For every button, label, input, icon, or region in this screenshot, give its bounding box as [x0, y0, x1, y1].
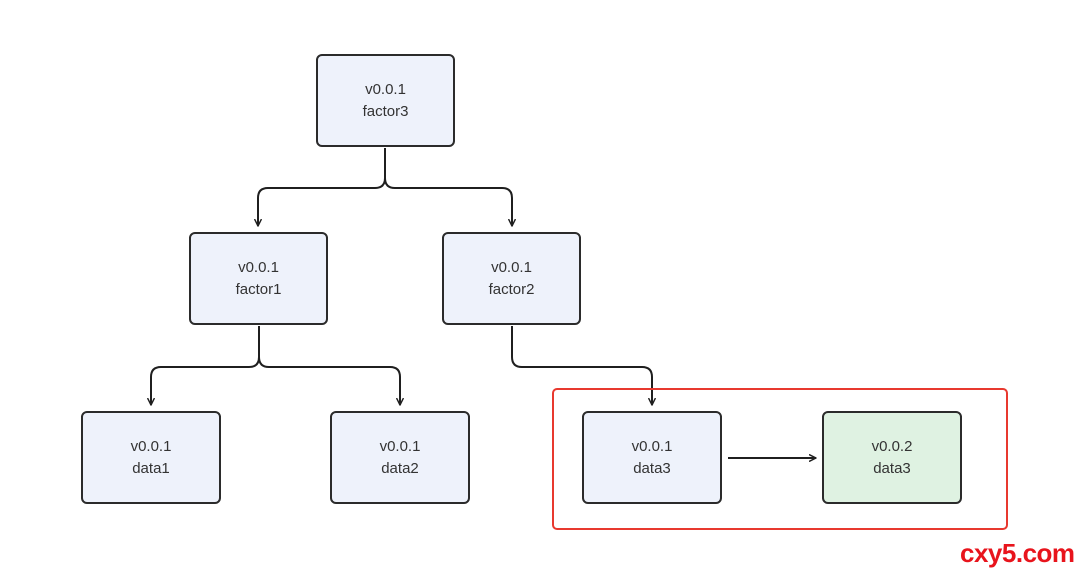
node-data3-v1-version: v0.0.1	[631, 437, 673, 455]
node-factor1-name: factor1	[235, 280, 282, 298]
node-data1-version: v0.0.1	[130, 437, 172, 455]
node-data1: v0.0.1 data1	[81, 411, 221, 504]
node-data2: v0.0.1 data2	[330, 411, 470, 504]
node-data3-v1: v0.0.1 data3	[582, 411, 722, 504]
node-factor3: v0.0.1 factor3	[316, 54, 455, 147]
edge-factor1-data2	[258, 326, 404, 406]
node-data1-name: data1	[132, 459, 170, 477]
node-factor3-name: factor3	[362, 102, 409, 120]
node-factor2: v0.0.1 factor2	[442, 232, 581, 325]
node-factor3-version: v0.0.1	[365, 80, 406, 98]
node-data3-v2: v0.0.2 data3	[822, 411, 962, 504]
highlight-box	[552, 388, 1008, 530]
node-data2-name: data2	[381, 459, 419, 477]
edge-factor1-data1	[147, 326, 260, 406]
node-data3-v2-name: data3	[873, 459, 911, 477]
watermark-text: cxy5.com	[960, 538, 1075, 568]
node-data3-v2-version: v0.0.2	[871, 437, 913, 455]
node-data2-version: v0.0.1	[379, 437, 421, 455]
node-factor2-version: v0.0.1	[491, 258, 532, 276]
node-factor2-name: factor2	[488, 280, 535, 298]
node-factor1: v0.0.1 factor1	[189, 232, 328, 325]
edge-factor3-factor2	[384, 148, 516, 227]
edge-factor2-data3-v1	[511, 326, 656, 406]
node-data3-v1-name: data3	[633, 459, 671, 477]
edge-factor3-factor1	[254, 148, 386, 227]
node-factor1-version: v0.0.1	[238, 258, 279, 276]
